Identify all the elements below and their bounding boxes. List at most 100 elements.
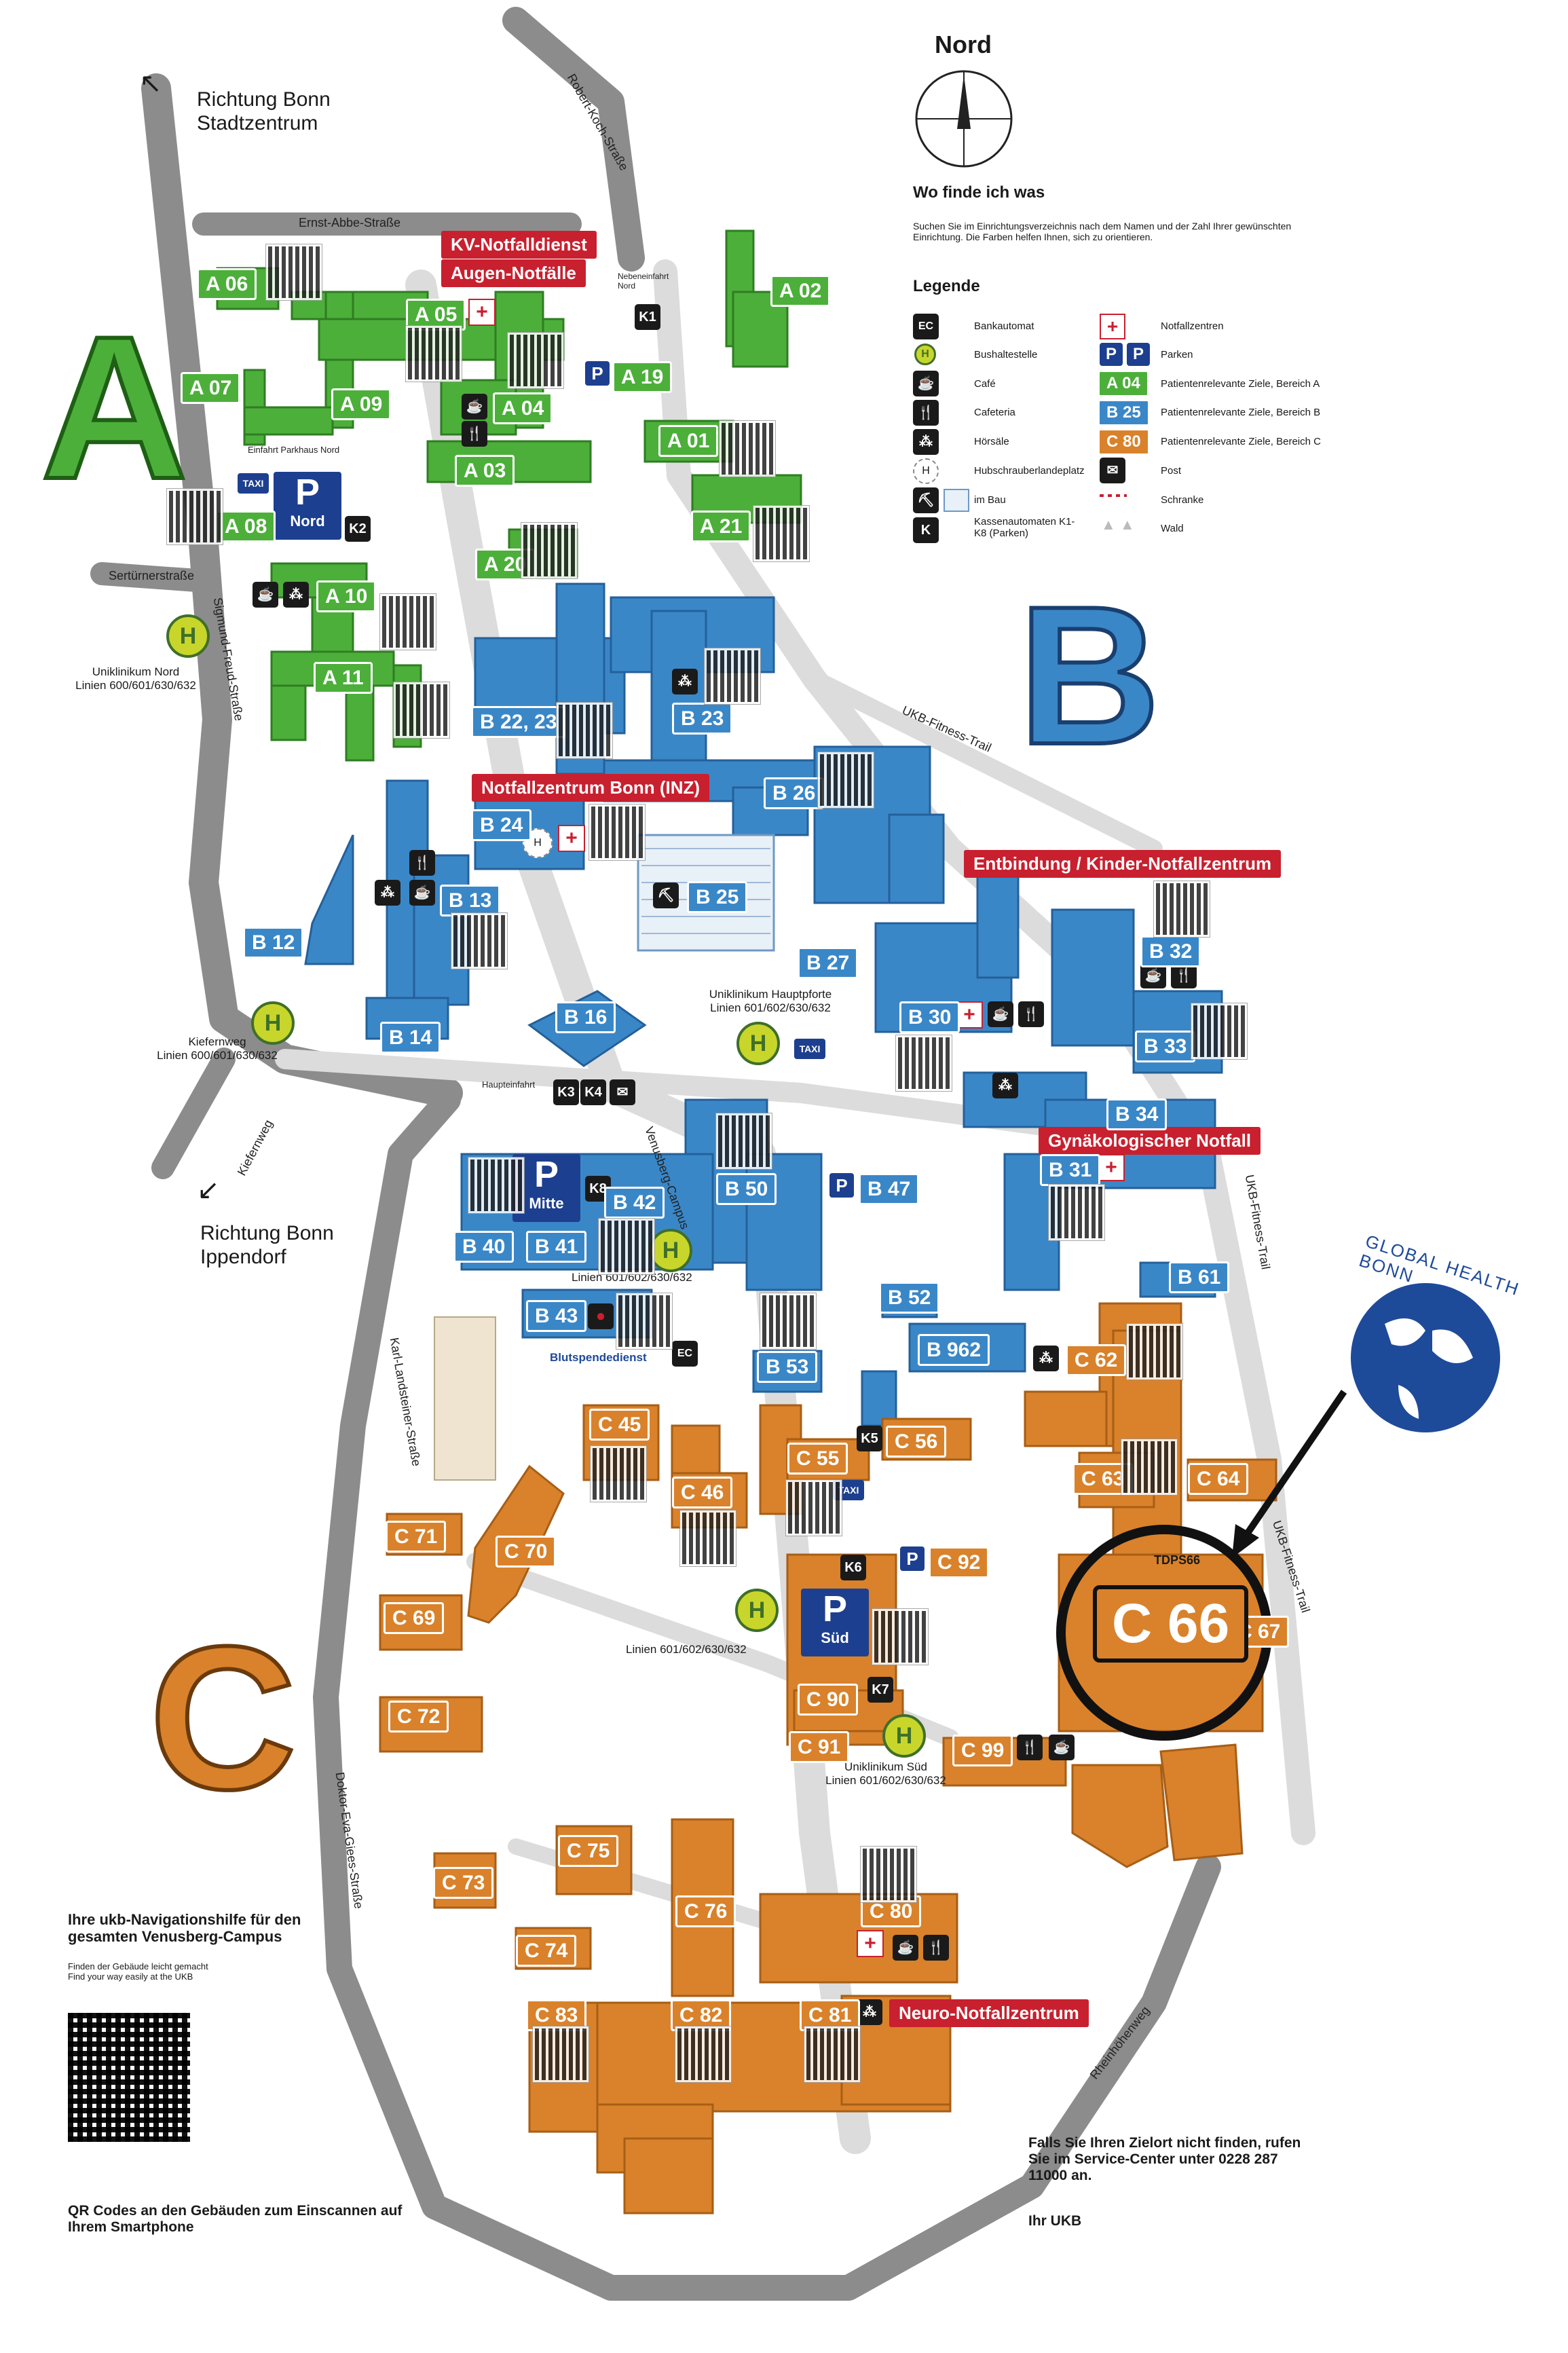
bus-stop-icon[interactable]: H	[735, 1589, 779, 1632]
building-b13[interactable]: B 13	[440, 885, 501, 916]
qr-code[interactable]	[715, 1113, 772, 1170]
qr-code[interactable]	[719, 420, 776, 477]
qr-code[interactable]	[1048, 1184, 1105, 1241]
building-c81[interactable]: C 81	[800, 1999, 861, 2031]
building-c99[interactable]: C 99	[952, 1735, 1013, 1766]
qr-code[interactable]	[379, 593, 436, 650]
building-c64[interactable]: C 64	[1188, 1463, 1249, 1495]
nav-help-qr-code[interactable]	[68, 2013, 190, 2142]
building-c90[interactable]: C 90	[798, 1684, 859, 1716]
building-c91[interactable]: C 91	[789, 1731, 850, 1763]
building-a10[interactable]: A 10	[316, 580, 377, 612]
parking-nord[interactable]: P Nord	[274, 472, 341, 540]
building-c73[interactable]: C 73	[433, 1867, 494, 1899]
building-c46[interactable]: C 46	[672, 1477, 733, 1508]
qr-code[interactable]	[760, 1293, 817, 1350]
building-b23[interactable]: B 23	[672, 703, 733, 735]
building-c72[interactable]: C 72	[388, 1701, 449, 1733]
bus-stop-icon[interactable]: H	[882, 1714, 926, 1758]
building-a05[interactable]: A 05	[406, 299, 466, 331]
building-c82[interactable]: C 82	[671, 1999, 732, 2031]
building-a07[interactable]: A 07	[181, 372, 241, 404]
building-b41[interactable]: B 41	[526, 1231, 587, 1263]
building-a08[interactable]: A 08	[216, 511, 276, 542]
building-b40[interactable]: B 40	[453, 1231, 515, 1263]
building-b16[interactable]: B 16	[555, 1001, 616, 1033]
qr-code[interactable]	[405, 325, 462, 382]
building-a06[interactable]: A 06	[197, 268, 257, 300]
building-b31[interactable]: B 31	[1040, 1154, 1101, 1186]
qr-code[interactable]	[895, 1035, 952, 1092]
building-c70[interactable]: C 70	[496, 1536, 557, 1568]
building-c56[interactable]: C 56	[886, 1426, 947, 1458]
parking-sued[interactable]: P Süd	[801, 1589, 869, 1656]
qr-code[interactable]	[468, 1157, 525, 1214]
building-c45[interactable]: C 45	[589, 1409, 650, 1441]
building-b61[interactable]: B 61	[1169, 1261, 1230, 1293]
building-c83[interactable]: C 83	[526, 1999, 587, 2031]
qr-code[interactable]	[521, 522, 578, 579]
building-c71[interactable]: C 71	[386, 1521, 447, 1553]
qr-code[interactable]	[785, 1479, 842, 1536]
building-b34[interactable]: B 34	[1106, 1098, 1168, 1130]
building-c75[interactable]: C 75	[558, 1835, 619, 1867]
qr-code[interactable]	[616, 1293, 673, 1350]
qr-code[interactable]	[166, 488, 223, 545]
building-a21[interactable]: A 21	[691, 511, 751, 542]
building-b12[interactable]: B 12	[243, 927, 304, 959]
qr-code[interactable]	[860, 1846, 917, 1903]
bus-stop-icon[interactable]: H	[251, 1001, 295, 1045]
building-c92[interactable]: C 92	[929, 1546, 990, 1578]
qr-code[interactable]	[590, 1445, 647, 1502]
qr-code[interactable]	[817, 752, 874, 809]
building-b27[interactable]: B 27	[798, 947, 859, 979]
building-b53[interactable]: B 53	[757, 1351, 818, 1383]
building-b25[interactable]: B 25	[687, 881, 748, 913]
building-a03[interactable]: A 03	[455, 455, 515, 487]
building-c74[interactable]: C 74	[516, 1935, 577, 1967]
qr-code[interactable]	[804, 2026, 861, 2083]
building-b962[interactable]: B 962	[918, 1334, 990, 1366]
qr-code[interactable]	[872, 1608, 929, 1665]
building-c76[interactable]: C 76	[675, 1895, 736, 1927]
building-b52[interactable]: B 52	[879, 1282, 940, 1314]
qr-code[interactable]	[704, 648, 761, 705]
building-c55[interactable]: C 55	[787, 1443, 848, 1475]
qr-code[interactable]	[265, 244, 322, 301]
qr-code[interactable]	[1126, 1323, 1183, 1380]
building-b26[interactable]: B 26	[764, 777, 825, 809]
qr-code[interactable]	[675, 2026, 732, 2083]
building-b50[interactable]: B 50	[716, 1173, 777, 1205]
qr-code[interactable]	[1121, 1439, 1178, 1496]
building-b33[interactable]: B 33	[1135, 1031, 1196, 1062]
qr-code[interactable]	[598, 1218, 655, 1275]
building-b24[interactable]: B 24	[471, 809, 532, 841]
qr-code[interactable]	[556, 702, 613, 759]
qr-code[interactable]	[532, 2026, 589, 2083]
qr-code[interactable]	[507, 332, 564, 389]
bus-stop-icon[interactable]: H	[736, 1022, 780, 1065]
building-a01[interactable]: A 01	[658, 425, 719, 457]
building-c62[interactable]: C 62	[1066, 1344, 1127, 1376]
building-b47[interactable]: B 47	[859, 1173, 920, 1205]
qr-code[interactable]	[589, 804, 646, 861]
building-b42[interactable]: B 42	[604, 1187, 665, 1219]
building-b22-23[interactable]: B 22, 23	[471, 706, 566, 738]
qr-code[interactable]	[451, 912, 508, 969]
qr-code[interactable]	[1191, 1003, 1248, 1060]
bus-stop-icon[interactable]: H	[166, 614, 210, 658]
building-c66-highlight[interactable]: C 66	[1093, 1585, 1249, 1663]
building-a04[interactable]: A 04	[493, 392, 553, 424]
building-a19[interactable]: A 19	[612, 361, 673, 393]
building-b30[interactable]: B 30	[899, 1001, 960, 1033]
qr-code[interactable]	[679, 1510, 736, 1567]
bus-stop-icon[interactable]: H	[649, 1229, 692, 1272]
qr-code[interactable]	[393, 682, 450, 739]
building-a11[interactable]: A 11	[314, 662, 373, 694]
building-b32[interactable]: B 32	[1140, 935, 1201, 967]
building-a02[interactable]: A 02	[770, 275, 831, 307]
qr-code[interactable]	[753, 505, 810, 562]
building-c69[interactable]: C 69	[384, 1602, 445, 1634]
building-b43[interactable]: B 43	[526, 1300, 587, 1332]
building-b14[interactable]: B 14	[380, 1022, 441, 1054]
